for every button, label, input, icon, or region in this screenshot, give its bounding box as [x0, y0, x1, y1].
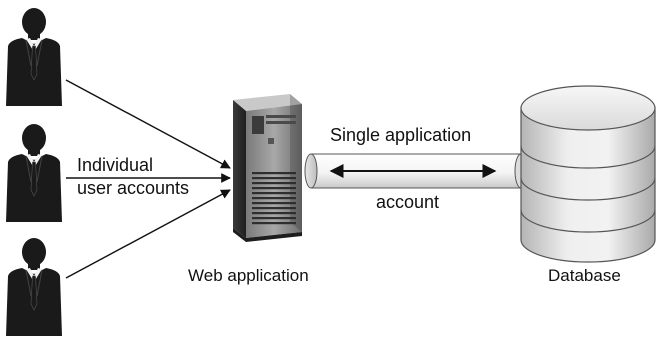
individual-label-line1: Individual	[77, 155, 153, 175]
single-application-label-line2: account	[376, 192, 439, 212]
connector-arrow-user-1	[65, 79, 231, 169]
person-silhouette-icon	[5, 7, 63, 107]
user-3	[5, 237, 63, 337]
individual-label-line2: user accounts	[77, 178, 189, 198]
user-2	[5, 123, 63, 223]
database-cylinder-icon	[520, 85, 656, 263]
user-1	[5, 7, 63, 107]
user-connectors	[65, 79, 231, 279]
single-application-label-line1: Single application	[330, 125, 471, 145]
database-label: Database	[548, 266, 621, 285]
connector-arrow-user-3	[65, 189, 231, 279]
web-application-label: Web application	[188, 266, 309, 285]
person-silhouette-icon	[5, 123, 63, 223]
person-silhouette-icon	[5, 237, 63, 337]
server-tower-icon	[233, 94, 302, 242]
